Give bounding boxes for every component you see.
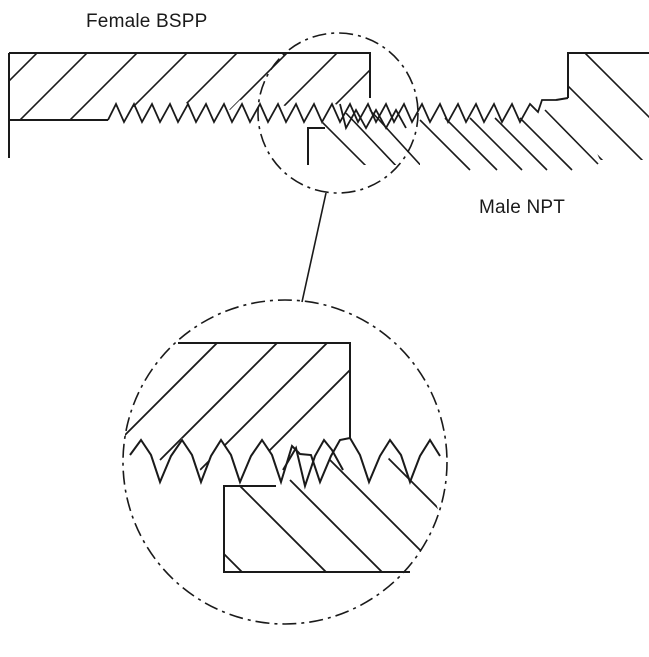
zoom-thread-profile <box>129 436 441 490</box>
leader-line <box>301 192 327 303</box>
thread-profile-top <box>107 99 556 131</box>
male-npt-label: Male NPT <box>479 197 566 218</box>
female-bspp-label: Female BSPP <box>86 11 208 32</box>
female-right-end <box>555 52 649 160</box>
detail-circle-small <box>257 32 419 194</box>
detail-circle-large <box>122 299 448 625</box>
male-npt-section <box>307 109 599 171</box>
